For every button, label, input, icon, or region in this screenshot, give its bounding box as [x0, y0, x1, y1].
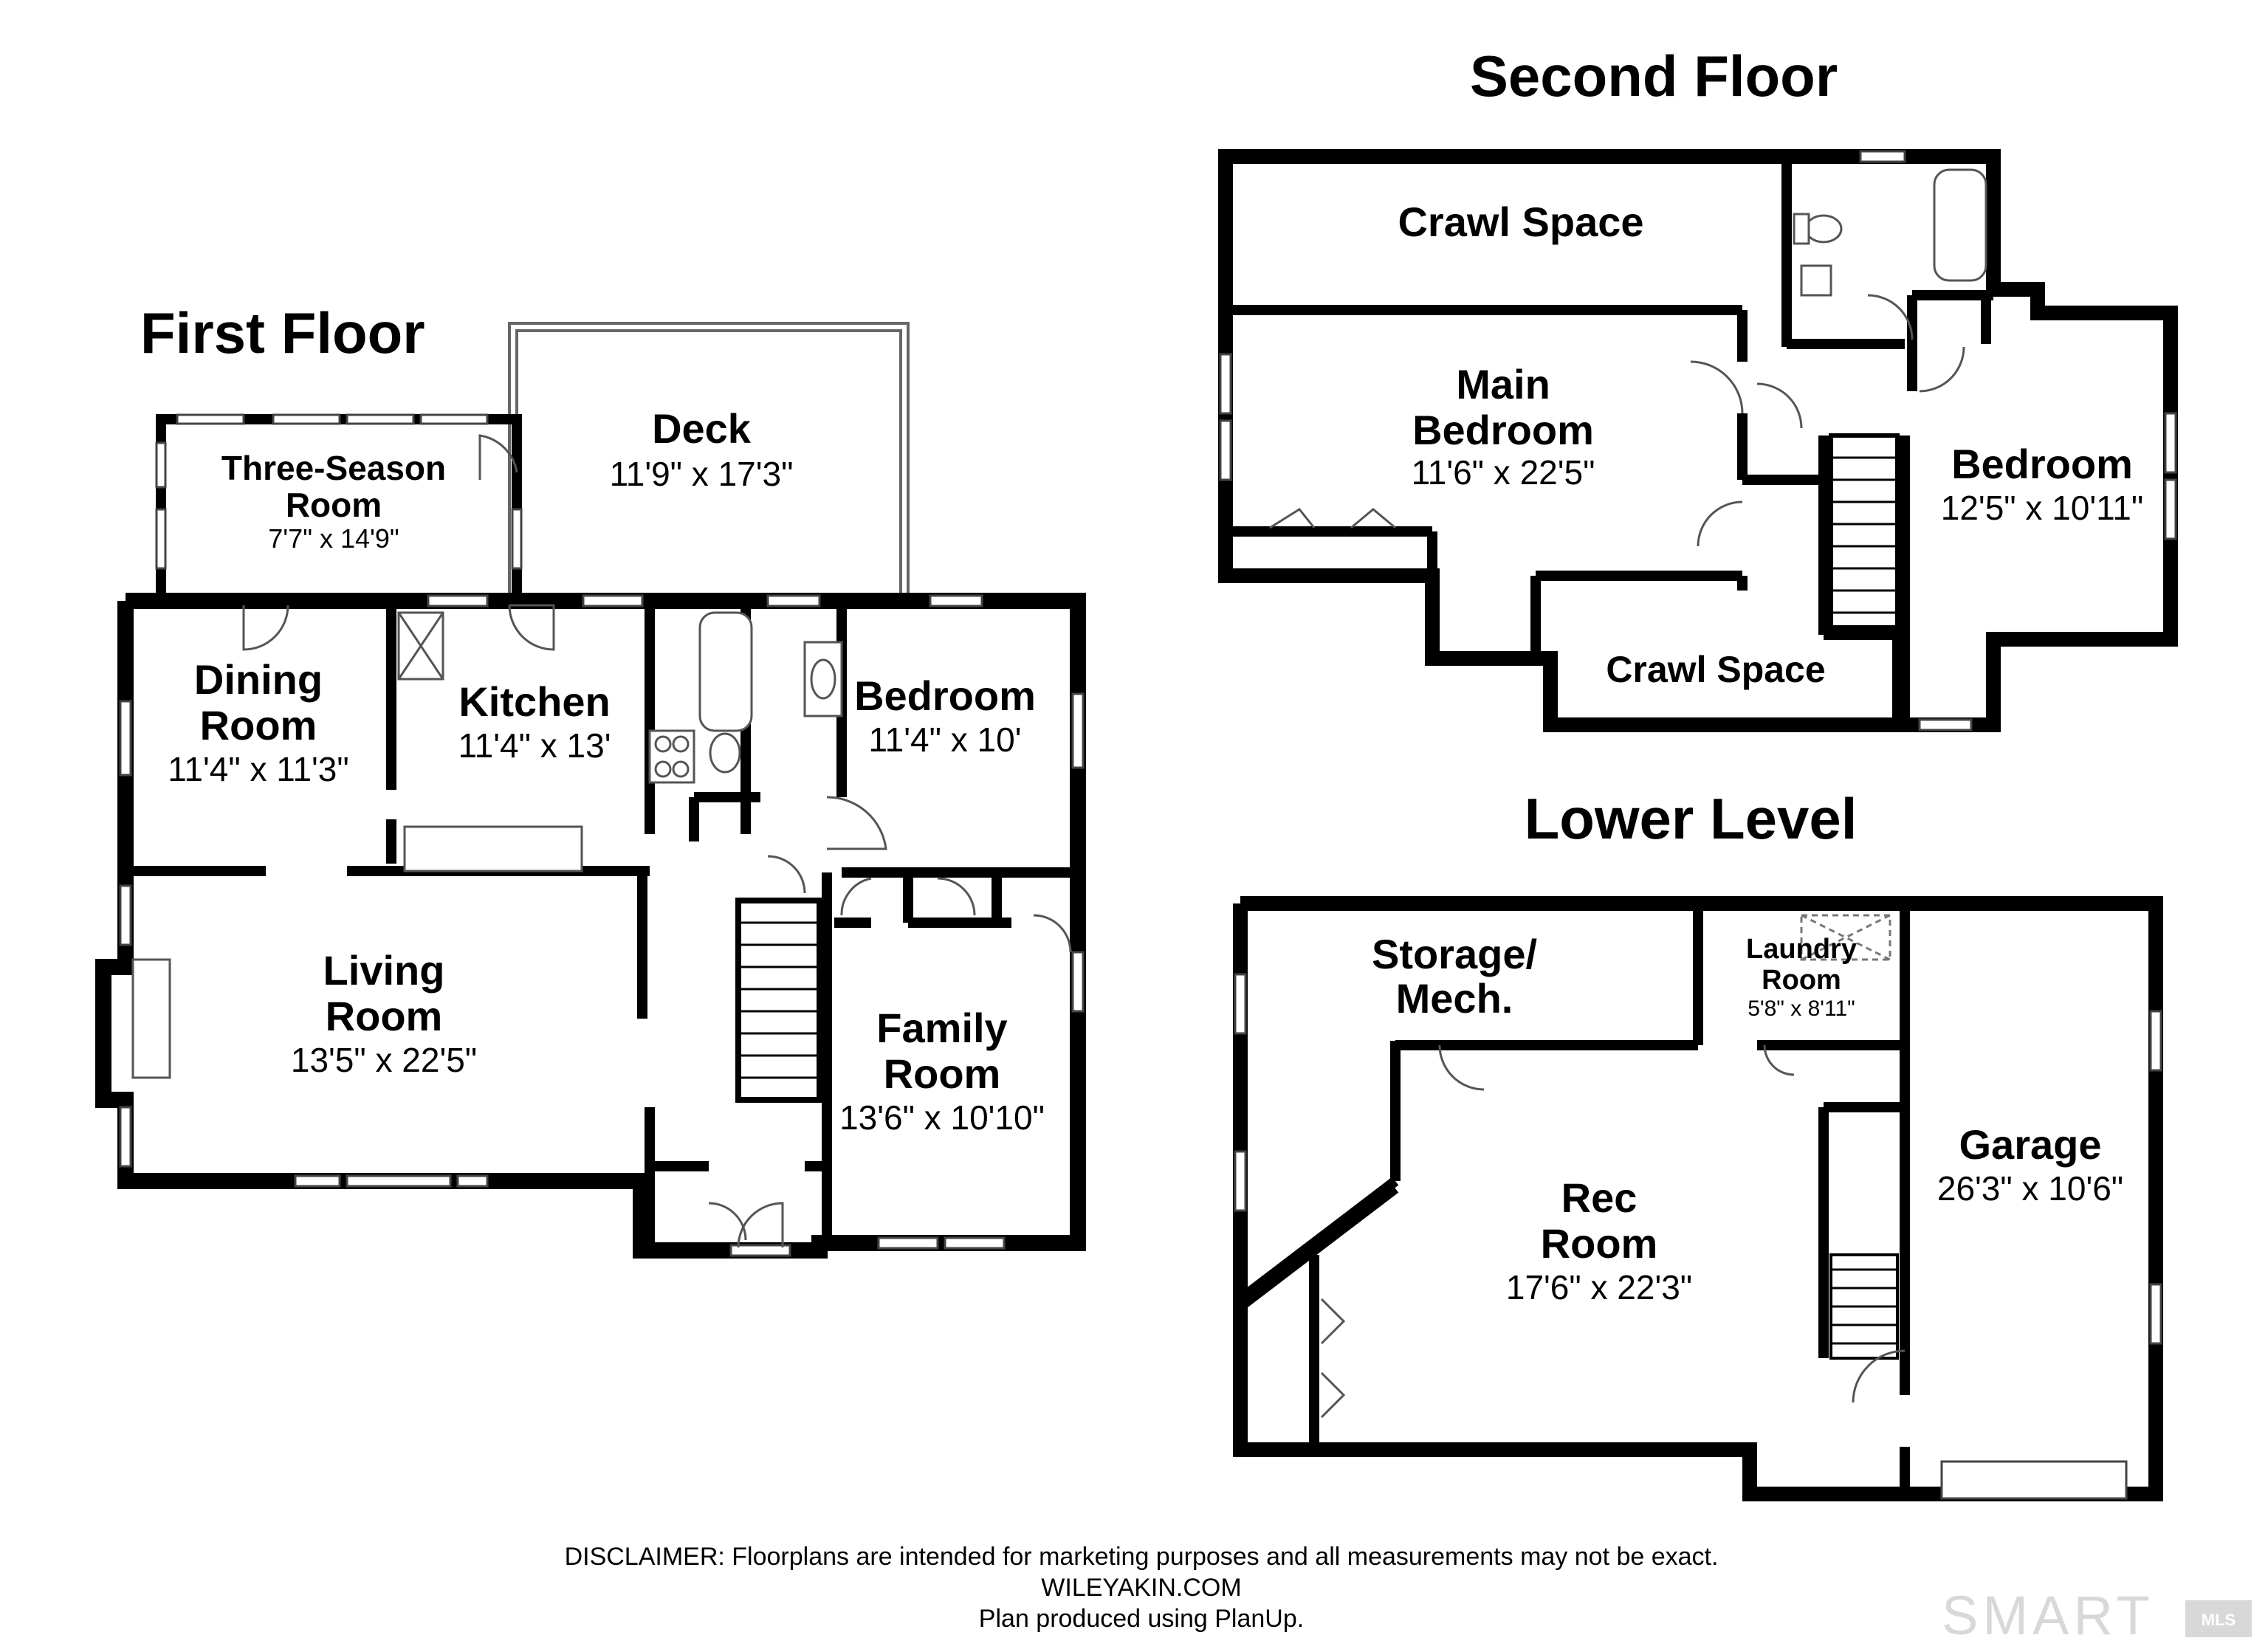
lower-level-interior-walls	[1237, 911, 1910, 1494]
lower-level-windows	[1234, 973, 2162, 1345]
first-floor-doors	[242, 434, 1072, 1248]
second-floor-doors	[1269, 294, 1965, 547]
first-floor-title: First Floor	[140, 300, 425, 365]
first-bedroom-dims: 11'4" x 10'	[869, 720, 1022, 759]
first-floor-outer-walls	[95, 593, 1086, 1259]
rec-dims: 17'6" x 22'3"	[1506, 1268, 1692, 1307]
lower-level-fixtures	[1800, 914, 1891, 961]
lower-level-outer-walls	[1233, 896, 2163, 1501]
credit-text: Plan produced using PlanUp.	[979, 1605, 1304, 1633]
second-bedroom-name: Bedroom	[1951, 441, 2133, 487]
three-season-dims: 7'7" x 14'9"	[268, 523, 399, 554]
fireplace	[131, 958, 171, 1079]
garage-dims: 26'3" x 10'6"	[1937, 1169, 2123, 1208]
second-bedroom-dims: 12'5" x 10'11"	[1941, 489, 2143, 527]
second-floor-fixtures	[1793, 168, 1987, 297]
three-season-windows	[155, 413, 523, 570]
laundry-name-1: Laundry	[1746, 934, 1857, 965]
second-floor-plan	[1218, 149, 2178, 732]
website-text: WILEYAKIN.COM	[1041, 1574, 1241, 1602]
watermark-text: SMART	[1942, 1585, 2154, 1646]
dining-name-2: Room	[200, 702, 317, 748]
living-name-2: Room	[326, 993, 443, 1039]
family-name-1: Family	[876, 1005, 1007, 1051]
storage-name-1: Storage/	[1372, 931, 1537, 977]
storage-name-2: Mech.	[1396, 975, 1513, 1022]
smart-mls-watermark: SMART MLS	[1942, 1585, 2252, 1646]
crawl-space-bottom-name: Crawl Space	[1606, 649, 1825, 690]
main-bedroom-dims: 11'6" x 22'5"	[1412, 453, 1595, 492]
lower-level-plan	[1233, 896, 2163, 1501]
first-floor-stairs	[735, 898, 822, 1103]
watermark-sub: MLS	[2202, 1611, 2236, 1629]
main-bedroom-name-2: Bedroom	[1412, 407, 1594, 453]
dining-name-1: Dining	[194, 656, 323, 703]
second-floor-outer-walls	[1218, 149, 2178, 732]
family-dims: 13'6" x 10'10"	[839, 1098, 1045, 1137]
deck-name: Deck	[652, 405, 752, 452]
living-dims: 13'5" x 22'5"	[291, 1041, 477, 1079]
lower-level-title: Lower Level	[1525, 786, 1858, 851]
laundry-dims: 5'8" x 8'11"	[1748, 996, 1855, 1021]
second-floor-interior-walls	[1226, 164, 1993, 725]
garage-door	[1940, 1460, 2128, 1500]
crawl-space-top-name: Crawl Space	[1398, 199, 1643, 245]
first-floor-fixtures	[397, 611, 843, 872]
laundry-name-2: Room	[1762, 965, 1841, 996]
first-floor-plan	[95, 322, 1086, 1259]
three-season-name-2: Room	[286, 486, 382, 524]
second-floor-title: Second Floor	[1470, 44, 1838, 109]
lower-level-doors	[1320, 1044, 1906, 1419]
second-floor-stairs	[1829, 433, 1900, 630]
second-floor-windows	[1219, 150, 2177, 731]
rec-name-1: Rec	[1561, 1174, 1638, 1221]
disclaimer-text: DISCLAIMER: Floorplans are intended for …	[565, 1543, 1719, 1571]
living-name-1: Living	[323, 947, 445, 994]
rec-name-2: Room	[1541, 1220, 1658, 1267]
main-bedroom-name-1: Main	[1456, 361, 1550, 407]
kitchen-dims: 11'4" x 13'	[458, 726, 611, 765]
first-bedroom-name: Bedroom	[854, 672, 1036, 719]
family-name-2: Room	[884, 1050, 1001, 1097]
first-floor-windows	[119, 594, 1085, 1257]
garage-name: Garage	[1959, 1121, 2102, 1168]
dining-dims: 11'4" x 11'3"	[168, 750, 348, 788]
lower-level-stairs	[1829, 1253, 1899, 1360]
deck-dims: 11'9" x 17'3"	[610, 455, 794, 493]
three-season-name-1: Three-Season	[221, 449, 446, 487]
kitchen-name: Kitchen	[458, 678, 610, 725]
